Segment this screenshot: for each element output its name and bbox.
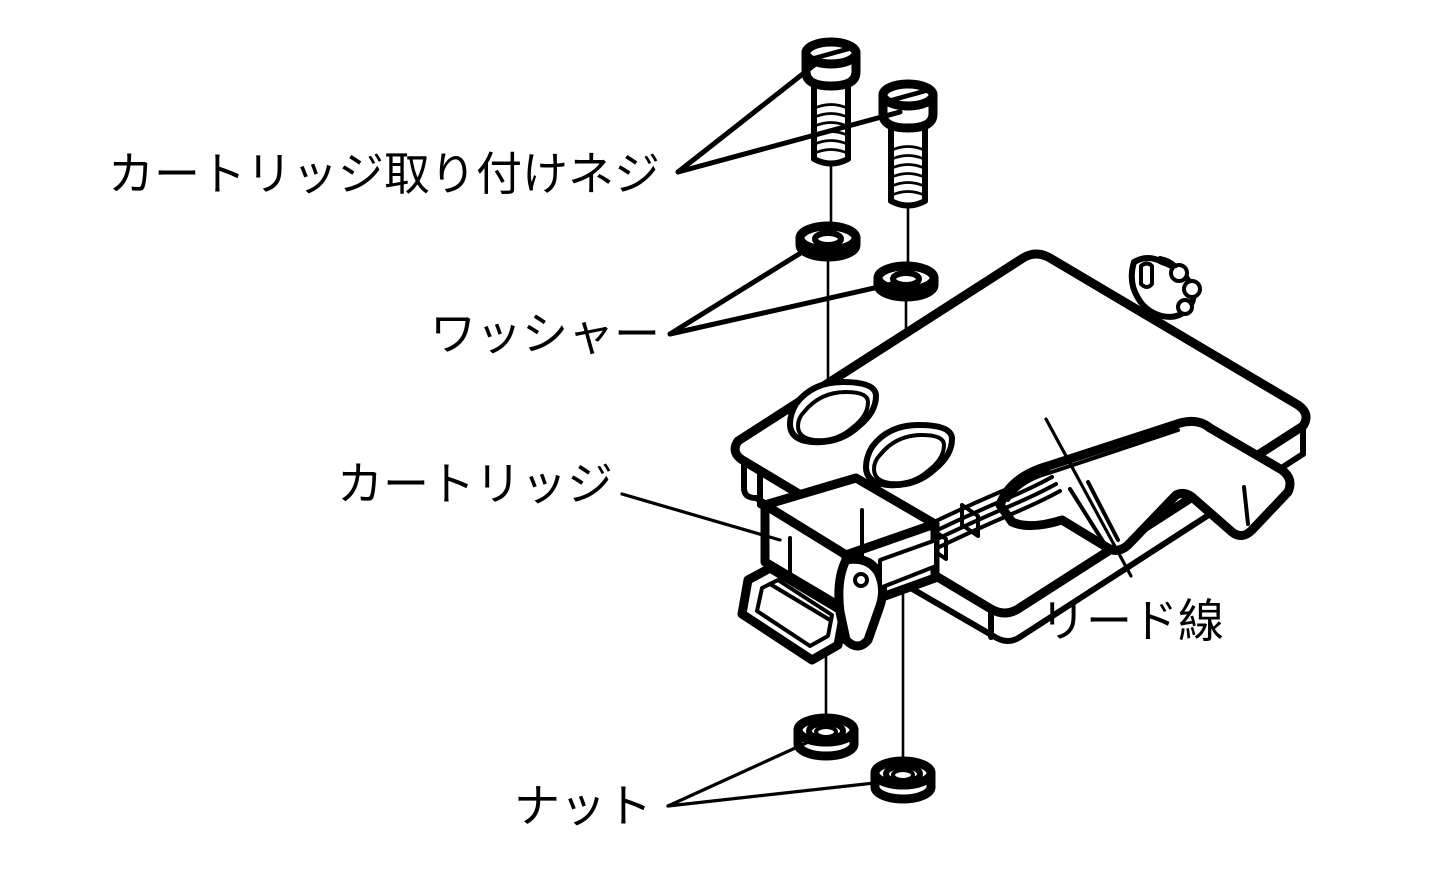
labels: カートリッジ取り付けネジ ワッシャー カートリッジ リード線 ナット	[108, 147, 1224, 833]
leader-nut-a	[666, 737, 817, 808]
washer-left	[795, 221, 861, 262]
leader-washer-a	[667, 243, 815, 337]
headshell-slot-right	[863, 422, 955, 489]
nut-left	[793, 713, 859, 761]
leader-lead-wire	[1044, 417, 1133, 578]
nut-left-hole	[814, 725, 838, 739]
finger-lift-rib-b	[1086, 480, 1120, 542]
leader-nut-b	[666, 779, 894, 808]
cartridge-pivot-hole	[853, 572, 869, 588]
slot-right-inner	[872, 433, 946, 486]
slot-left-inner	[796, 390, 870, 443]
screw-left-slot	[810, 46, 853, 61]
screw-left	[801, 37, 861, 167]
cartridge-terminal-block	[878, 538, 938, 590]
finger-lift-right-edge	[1242, 485, 1250, 526]
screw-right-threads	[890, 145, 926, 197]
leader-screw-a	[675, 59, 821, 175]
finger-lift-body	[995, 416, 1295, 555]
nut-right-hole	[891, 768, 915, 782]
connector-pin-4	[1176, 298, 1194, 316]
stylus-guard-inner	[755, 578, 834, 648]
leader-screw-b	[675, 109, 903, 175]
label-washer: ワッシャー	[430, 307, 660, 361]
cartridge	[737, 473, 940, 665]
label-nut: ナット	[514, 779, 652, 833]
finger-lift-rib-a	[1068, 487, 1106, 545]
connector-top-detail	[1158, 256, 1178, 268]
stylus-guard-rail	[768, 582, 832, 622]
connector-pin-2	[1169, 263, 1189, 283]
headshell-connector	[1128, 255, 1202, 320]
leader-lines	[620, 59, 1133, 808]
connector-pin-1	[1139, 261, 1154, 289]
headshell-slot-left	[787, 379, 879, 446]
headshell-finger-lift	[995, 416, 1295, 555]
label-cartridge: カートリッジ	[337, 457, 613, 511]
leader-cartridge	[620, 492, 782, 542]
label-lead-wire: リード線	[1040, 594, 1224, 648]
screw-right	[878, 79, 938, 209]
washer-right	[873, 261, 939, 302]
label-cartridge-mounting-screw: カートリッジ取り付けネジ	[108, 147, 660, 201]
leader-washer-b	[667, 281, 895, 337]
connector-pin-3	[1182, 279, 1202, 299]
washer-right-hole	[890, 270, 922, 288]
washer-left-hole	[812, 230, 844, 248]
nut-right	[870, 756, 936, 804]
screw-right-slot	[887, 88, 930, 103]
cartridge-pivot-tab	[834, 554, 888, 651]
